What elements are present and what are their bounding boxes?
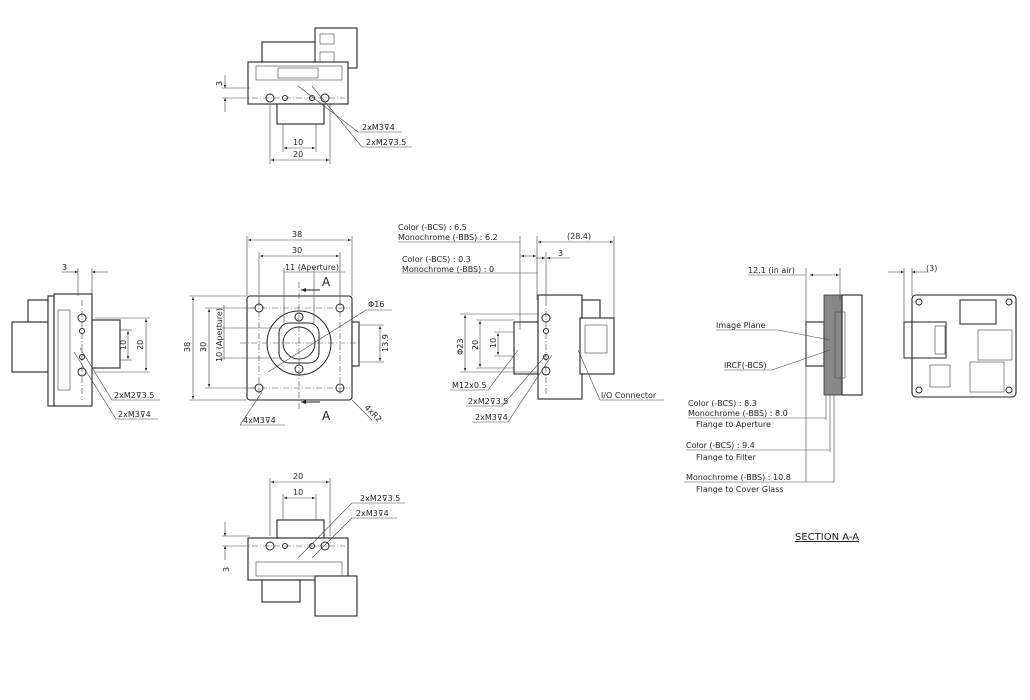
lens-mount xyxy=(276,103,325,125)
thread-label: M12x0.5 xyxy=(452,381,487,390)
m2-hole-label: 2xM2⊽3.5 xyxy=(114,391,154,400)
dim-outer-label: 20 xyxy=(471,340,480,350)
io-connector-label: I/O Connector xyxy=(601,391,657,400)
color-bcs-offset-a: Color (-BCS) : 6.5 xyxy=(398,223,467,232)
in-air-dim-label: 12.1 (in air) xyxy=(748,266,795,275)
lens-mount xyxy=(805,321,825,367)
mounting-holes-label: 4xM3⊽4 xyxy=(243,416,276,425)
dim-offset-label: (3) xyxy=(926,264,937,273)
m2-hole-label: 2xM2⊽3.5 xyxy=(360,494,400,503)
camera-body xyxy=(53,293,93,407)
lens-mount xyxy=(91,319,121,369)
front-view: 38 30 11 (Aperture) A A 38 30 10 (Apertu… xyxy=(183,230,392,426)
image-plane-label: Image Plane xyxy=(716,321,766,330)
aperture-width-label: 11 (Aperture) xyxy=(285,263,339,272)
mono-bbs-offset-a: Monochrome (-BBS) : 6.2 xyxy=(398,233,498,242)
diameter-label: Φ16 xyxy=(368,300,384,309)
camera-body xyxy=(537,294,583,400)
section-mark-top: A xyxy=(322,275,331,289)
overall-length-label: (28.4) xyxy=(567,232,591,241)
width-holes-label: 30 xyxy=(292,246,302,255)
rj45-connector xyxy=(11,321,49,373)
usb-connector xyxy=(261,579,301,603)
ircf-label: IRCF(-BCS) xyxy=(724,361,767,370)
rj45-connector xyxy=(314,575,358,617)
back-board xyxy=(911,294,1017,398)
filter-caption: Flange to Filter xyxy=(696,453,756,462)
m3-hole-label: 2xM3⊽4 xyxy=(356,509,389,518)
m3-hole-label: 2xM3⊽4 xyxy=(362,123,395,132)
dim-outer-label: 20 xyxy=(293,472,303,481)
dim-offset-label: 3 xyxy=(62,263,67,272)
dim-offset-label: 3 xyxy=(558,249,563,258)
aperture-caption: Flange to Aperture xyxy=(696,420,771,429)
m3-hole-label: 2xM3⊽4 xyxy=(118,410,151,419)
m2-hole-label: 2xM2⊽3.5 xyxy=(366,138,406,147)
side-view: Color (-BCS) : 6.5 Monochrome (-BBS) : 6… xyxy=(398,223,664,423)
lens-mount xyxy=(276,519,325,539)
camera-body xyxy=(247,537,349,581)
camera-front-plate xyxy=(246,295,353,401)
cover-glass-mono-label: Monochrome (-BBS) : 10.8 xyxy=(686,473,791,482)
dim-inner-label: 10 xyxy=(119,340,128,350)
left-view: 3 10 20 2xM2⊽3.5 2xM3⊽4 xyxy=(11,263,160,420)
dim-offset-label: 3 xyxy=(215,81,224,86)
section-view: 12.1 (in air) Image Plane IRCF(-BCS) Col… xyxy=(684,266,863,543)
bottom-view: 20 10 3 2xM2⊽3.5 2xM3⊽4 xyxy=(222,472,405,617)
rj45-connector xyxy=(903,321,947,359)
rj45-connector xyxy=(314,27,358,69)
section-mark-bottom: A xyxy=(322,409,331,423)
rj45-connector xyxy=(579,317,615,375)
m2-hole-label: 2xM2⊽3.5 xyxy=(468,397,508,406)
diameter-label: Φ23 xyxy=(456,339,465,355)
section-title: SECTION A-A xyxy=(795,532,859,543)
cover-glass-caption: Flange to Cover Glass xyxy=(696,485,784,494)
dim-inner-label: 10 xyxy=(489,338,498,348)
section-hatch xyxy=(823,294,843,396)
camera-body xyxy=(841,294,863,396)
m3-hole-label: 2xM3⊽4 xyxy=(475,413,508,422)
connector-dim-label: 13.9 xyxy=(381,334,390,352)
dim-inner-label: 10 xyxy=(293,488,303,497)
usb-connector xyxy=(261,41,319,63)
dim-offset-label: 3 xyxy=(222,567,231,572)
mono-bbs-offset-b: Monochrome (-BBS) : 0 xyxy=(402,265,494,274)
dim-outer-label: 20 xyxy=(293,150,303,159)
aperture-color-label: Color (-BCS) : 8.3 xyxy=(688,399,757,408)
side-connector xyxy=(351,321,360,367)
width-outer-label: 38 xyxy=(292,230,302,239)
height-holes-label: 30 xyxy=(199,342,208,352)
dim-outer-label: 20 xyxy=(136,340,145,350)
aperture-height-label: 10 (Aperture) xyxy=(215,308,224,362)
color-bcs-offset-b: Color (-BCS) : 0.3 xyxy=(402,255,471,264)
lens-mount xyxy=(513,321,539,375)
top-view: 3 10 20 2xM3⊽4 2xM2⊽3.5 xyxy=(215,27,412,164)
dim-inner-label: 10 xyxy=(293,138,303,147)
height-outer-label: 38 xyxy=(183,342,192,352)
back-view: (3) xyxy=(888,264,1017,398)
filter-color-label: Color (-BCS) : 9.4 xyxy=(686,441,755,450)
aperture-mono-label: Monochrome (-BBS) : 8.0 xyxy=(688,409,788,418)
